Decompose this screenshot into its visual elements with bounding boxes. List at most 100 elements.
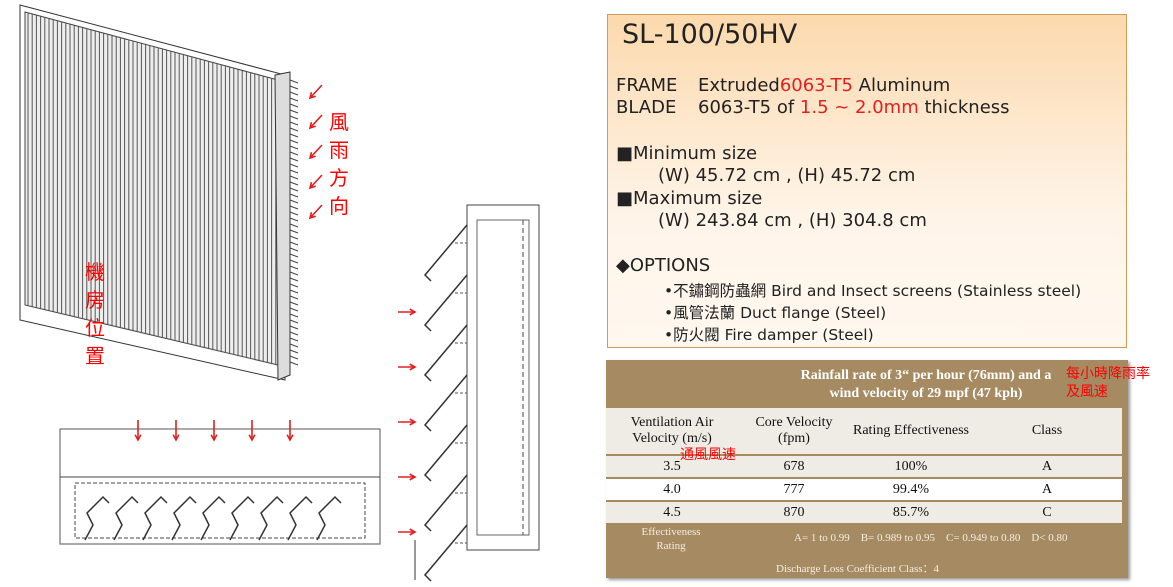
blade-profile (423, 424, 468, 482)
fin (289, 79, 299, 84)
fin (289, 271, 299, 276)
blade-profile (171, 495, 197, 541)
fin (289, 235, 299, 240)
arrow-head (172, 434, 180, 442)
fin (289, 163, 299, 168)
fin (289, 115, 299, 120)
fin (289, 127, 299, 132)
column-header: Rating Effectiveness (853, 423, 969, 438)
max-size-value: (W) 243.84 cm , (H) 304.8 cm (658, 210, 927, 231)
fin (289, 91, 299, 96)
min-size-value: (W) 45.72 cm , (H) 45.72 cm (658, 165, 916, 186)
column-header: Ventilation Air Velocity (m/s) (630, 415, 714, 446)
blade-line: BLADE 6063-T5 of 1.5 ~ 2.0mm thickness (616, 97, 1010, 118)
machine-room-label: 機房位置 (85, 260, 105, 368)
arrow-head (409, 363, 417, 371)
fin (289, 241, 299, 246)
blade-profile (200, 495, 226, 541)
fin (289, 247, 299, 252)
diamond-bullet-icon: ◆ (616, 255, 630, 276)
fin (289, 355, 299, 360)
option-item: •不鏽鋼防蟲網 Bird and Insect screens (Stainle… (664, 282, 1082, 300)
frame-label: FRAME (616, 75, 678, 96)
fin (289, 301, 299, 306)
fin (289, 295, 299, 300)
fin (289, 217, 299, 222)
fin (289, 313, 299, 318)
frame-pre: Extruded (698, 75, 780, 96)
blade-profile (423, 224, 468, 282)
header-note: 每小時降雨率及風速 (1066, 367, 1150, 400)
max-size-label: Maximum size (633, 188, 763, 209)
arrow-head (308, 121, 316, 130)
arrow-head (210, 434, 218, 442)
blade-profile (142, 495, 168, 541)
arrow-head (409, 473, 417, 481)
arrow-head (308, 211, 316, 220)
fin (289, 175, 299, 180)
blade-post: thickness (924, 97, 1010, 118)
fin (289, 109, 299, 114)
square-bullet-icon: ■ (616, 143, 634, 164)
effectiveness-rating-label: Effectiveness Rating (641, 526, 701, 552)
fin (289, 103, 299, 108)
arrow-icon (309, 114, 323, 129)
fin (289, 337, 299, 342)
blade-pre: 6063-T5 of (698, 97, 795, 118)
options-label: OPTIONS (629, 255, 711, 276)
fin (289, 331, 299, 336)
fin (289, 133, 299, 138)
fin (289, 169, 299, 174)
arrow-head (248, 434, 256, 442)
column-header: Core Velocity (fpm) (755, 415, 833, 446)
options-heading: ◆OPTIONS (616, 255, 710, 276)
fin (289, 325, 299, 330)
fin (289, 205, 299, 210)
cell: 4.0 (663, 481, 681, 497)
blade-profile (229, 495, 255, 541)
cell: 100% (894, 458, 928, 474)
table-column-headers: Ventilation Air Velocity (m/s) Core Velo… (606, 408, 1122, 454)
arrow-icon (309, 174, 323, 189)
arrow-icon (309, 84, 323, 99)
fin (289, 85, 299, 90)
fin (289, 307, 299, 312)
cell: 678 (783, 458, 805, 474)
fin (289, 229, 299, 234)
fin (289, 181, 299, 186)
arrow-head (409, 308, 417, 316)
blade-profile (113, 495, 139, 541)
square-bullet-icon: ■ (616, 188, 634, 209)
blade-profile (258, 495, 284, 541)
blade-profile (287, 495, 313, 541)
fin (289, 283, 299, 288)
table-header: Rainfall rate of 3“ per hour (76mm) and … (800, 368, 1052, 401)
fin (289, 319, 299, 324)
fin (289, 259, 299, 264)
arrow-head (308, 151, 316, 160)
blade-profile (423, 274, 468, 332)
fin (289, 187, 299, 192)
blade-profile (423, 324, 468, 382)
cell: A (1041, 481, 1053, 497)
fin (289, 199, 299, 204)
column-header: Class (1031, 423, 1063, 438)
blade-label: BLADE (616, 97, 677, 118)
fin (289, 151, 299, 156)
fin (289, 277, 299, 282)
fin (289, 145, 299, 150)
effectiveness-scale: A= 1 to 0.99 B= 0.989 to 0.95 C= 0.949 t… (794, 532, 1068, 544)
blade-profile (423, 524, 468, 582)
fin (289, 121, 299, 126)
louver-plan-section-drawing (59, 420, 381, 545)
cell: 777 (783, 481, 805, 497)
blade-thickness: 1.5 ~ 2.0mm (799, 97, 919, 118)
fin (289, 157, 299, 162)
fin (289, 253, 299, 258)
cell: 85.7% (892, 504, 930, 520)
fin (289, 265, 299, 270)
